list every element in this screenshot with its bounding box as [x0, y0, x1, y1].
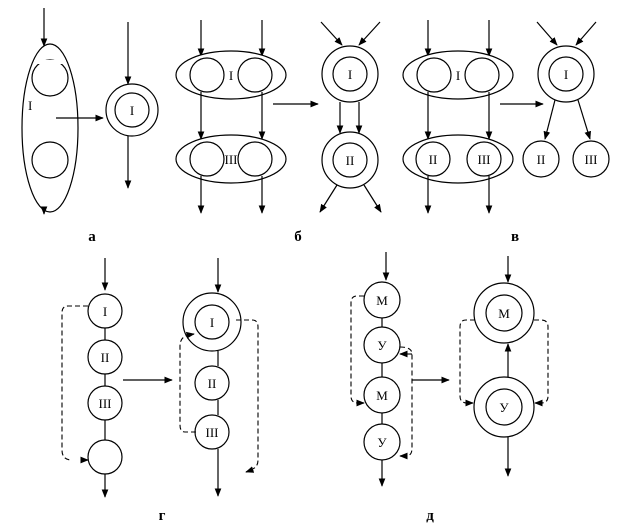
- merged-bottom-node: [485, 388, 523, 426]
- merged-top-node: [548, 56, 584, 92]
- node-bottom-left: [189, 141, 225, 177]
- merged-input-right: [575, 21, 597, 46]
- merged-loop-left: [459, 319, 475, 404]
- merged-inner-loop-arrowhead: [185, 331, 195, 339]
- chain-label-2: У: [377, 338, 387, 353]
- merged-top-node: [332, 56, 368, 92]
- merged-top-label: I: [348, 67, 352, 82]
- merged-left-label: II: [537, 152, 546, 167]
- node-top-right: [237, 57, 273, 93]
- merged-input-left: [320, 21, 343, 46]
- merged-left-node: [522, 140, 560, 178]
- node-top: [31, 59, 69, 97]
- panel-label-d: д: [426, 508, 434, 524]
- group-bottom-label: III: [225, 152, 238, 167]
- node-bottom-right: [237, 141, 273, 177]
- group-label: I: [28, 98, 32, 113]
- panel-b: I III I II б: [175, 20, 382, 245]
- merged-right-node: [572, 140, 610, 178]
- chain-node-4: [87, 439, 123, 475]
- panel-v: I II III I II III в: [402, 20, 610, 245]
- merged-mid-label: II: [208, 376, 217, 391]
- bottom-right-label: III: [478, 152, 491, 167]
- panel-label-b: б: [294, 229, 302, 245]
- merged-bottom-label: II: [346, 153, 355, 168]
- node-top-left: [416, 57, 452, 93]
- merged-input-left: [536, 21, 558, 46]
- feedback-loop: [61, 305, 88, 461]
- merged-top-label: I: [564, 67, 568, 82]
- merged-link-right: [577, 99, 591, 140]
- merged-output-left: [319, 184, 338, 213]
- merged-top-label: I: [210, 315, 214, 330]
- node-bottom-left: [415, 141, 451, 177]
- merged-outer-loop-arrowhead: [245, 466, 255, 473]
- merged-outer-loop: [236, 319, 259, 471]
- merged-top-node: [485, 294, 523, 332]
- chain-label-1: I: [103, 304, 107, 319]
- bottom-left-label: II: [429, 152, 438, 167]
- chain-label-4: У: [377, 435, 387, 450]
- merged-top-node: [194, 304, 230, 340]
- panel-g: I II III I II III г: [61, 258, 259, 524]
- feedback-loop-left: [350, 295, 364, 404]
- merged-link-left: [543, 99, 556, 140]
- panel-label-a: а: [88, 229, 96, 245]
- merged-top-label: М: [498, 306, 510, 321]
- chain-label-1: М: [376, 293, 388, 308]
- merged-input-right: [358, 21, 381, 46]
- panel-d: М У М У М У д: [350, 252, 549, 524]
- merged-bottom-node: [332, 142, 368, 178]
- group-top-label: I: [456, 68, 460, 83]
- group-top-label: I: [229, 68, 233, 83]
- merged-right-label: III: [585, 152, 598, 167]
- panel-label-v: в: [511, 229, 519, 245]
- merged-label: I: [130, 103, 134, 118]
- chain-label-3: М: [376, 388, 388, 403]
- node-bottom-right: [466, 141, 502, 177]
- merged-inner-node: [114, 92, 150, 128]
- feedback-loop-right: [399, 346, 413, 457]
- merged-bottom-label: III: [206, 425, 219, 440]
- merged-output-right: [363, 184, 382, 213]
- merged-loop-right: [534, 319, 549, 404]
- panel-a: I I а: [21, 8, 159, 245]
- merged-inner-loop: [179, 334, 196, 433]
- merged-mid-node: [194, 365, 230, 401]
- chain-label-3: III: [99, 396, 112, 411]
- node-bottom: [31, 141, 69, 179]
- node-top-left: [189, 57, 225, 93]
- node-top-right: [464, 57, 500, 93]
- panel-label-g: г: [159, 508, 166, 524]
- merged-bottom-label: У: [499, 400, 509, 415]
- chain-label-2: II: [101, 350, 110, 365]
